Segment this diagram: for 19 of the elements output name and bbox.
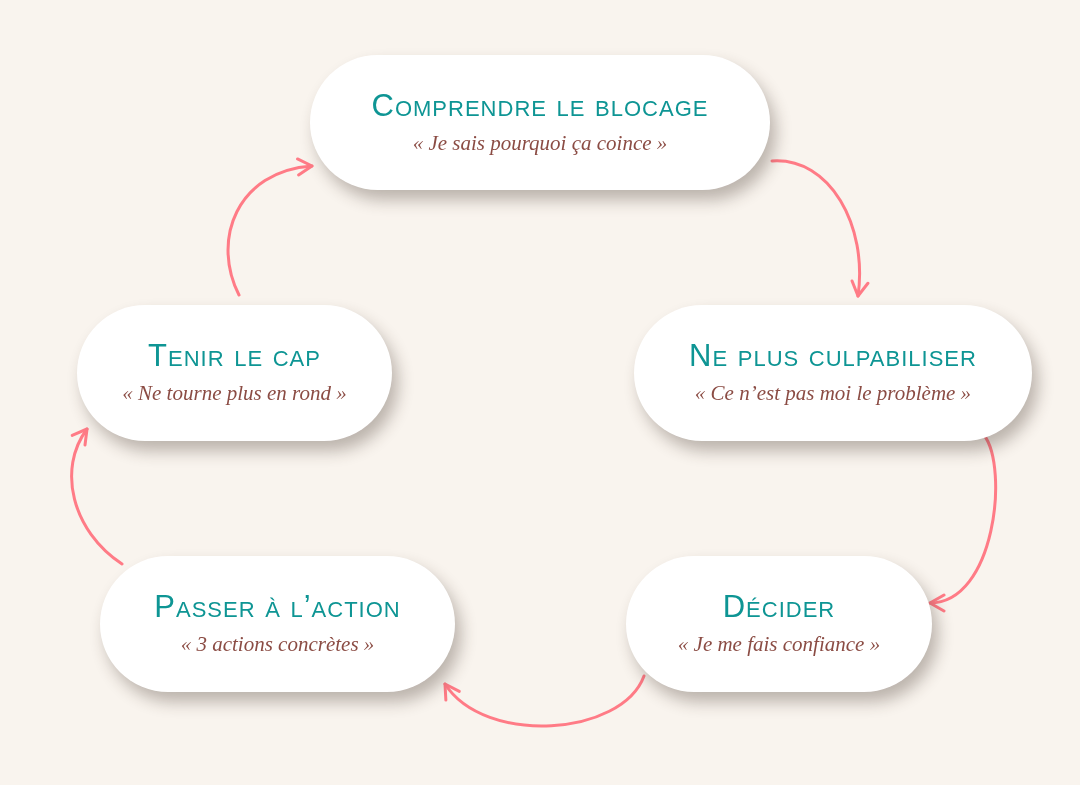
step-quote: « Ce n’est pas moi le problème » <box>694 381 972 407</box>
step-pill <box>634 305 1032 441</box>
curved-arrow <box>70 427 124 566</box>
step-title: Comprendre le blocage <box>371 88 709 123</box>
curved-arrow <box>226 158 314 297</box>
step-quote: « Je me fais confiance » <box>677 632 881 658</box>
step-title: Tenir le cap <box>148 339 321 374</box>
step-pill <box>310 55 770 190</box>
step-quote: « Ne tourne plus en rond » <box>122 381 347 407</box>
step-quote: « Je sais pourquoi ça coince » <box>412 130 668 157</box>
curved-arrow <box>443 674 646 728</box>
step-pill <box>626 556 932 692</box>
step-title: Décider <box>722 590 836 625</box>
step-title: Passer à l’action <box>154 590 401 625</box>
step-pill <box>100 556 455 692</box>
step-pill <box>77 305 392 441</box>
step-quote: « 3 actions concrètes » <box>180 632 375 658</box>
step-title: Ne plus culpabiliser <box>689 339 977 374</box>
curved-arrow <box>770 159 869 298</box>
